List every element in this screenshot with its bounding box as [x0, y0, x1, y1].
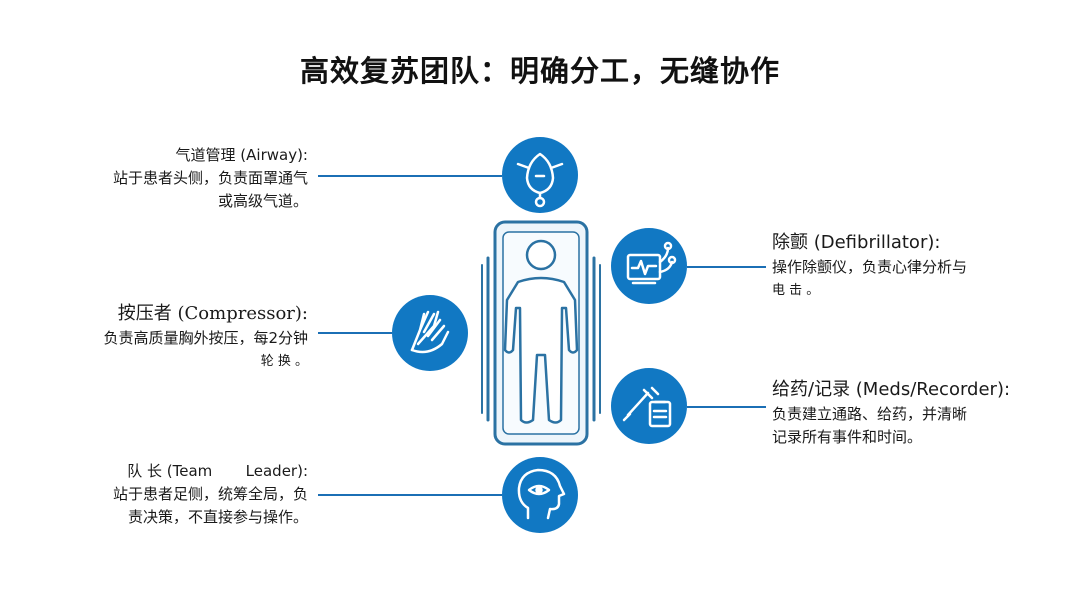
role-leader-heading: 队 长 (Team Leader): — [127, 462, 308, 480]
role-leader-line-2: 责决策，不直接参与操作。 — [127, 508, 308, 526]
role-airway-heading: 气道管理 (Airway): — [175, 146, 308, 164]
role-meds-heading: 给药/记录 (Meds/Recorder): — [772, 379, 1011, 400]
role-compressor: 按压者 (Compressor): 负责高质量胸外按压，每2分钟 轮 换 。 — [20, 301, 308, 373]
role-defib-heading: 除颤 (Defibrillator): — [772, 232, 941, 253]
role-meds-line-1: 负责建立通路、给药，并清晰 — [772, 405, 968, 423]
role-meds: 给药/记录 (Meds/Recorder): 负责建立通路、给药，并清晰 记录所… — [772, 377, 1072, 449]
role-meds-line-2: 记录所有事件和时间。 — [772, 428, 923, 446]
cpr-hands-icon — [392, 295, 468, 371]
patient-figure — [503, 239, 579, 424]
role-compressor-heading: 按压者 (Compressor): — [117, 303, 308, 324]
role-airway-line-2: 或高级气道。 — [217, 192, 308, 210]
role-compressor-line-1: 负责高质量胸外按压，每2分钟 — [103, 329, 308, 347]
role-defib-line-1: 操作除颤仪，负责心律分析与 — [772, 258, 968, 276]
role-defib: 除颤 (Defibrillator): 操作除颤仪，负责心律分析与 电 击 。 — [772, 230, 1072, 302]
role-leader-line-1: 站于患者足侧，统筹全局，负 — [112, 485, 308, 503]
head-eye-icon — [502, 457, 578, 533]
role-defib-line-2: 电 击 。 — [772, 283, 820, 298]
oxygen-mask-icon — [502, 137, 578, 213]
role-leader: 队 长 (Team Leader): 站于患者足侧，统筹全局，负 责决策，不直接… — [20, 460, 308, 529]
role-compressor-line-2: 轮 换 。 — [260, 354, 308, 369]
page-title: 高效复苏团队：明确分工，无缝协作 — [299, 54, 780, 88]
defibrillator-icon — [611, 228, 687, 304]
role-airway-line-1: 站于患者头侧，负责面罩通气 — [112, 169, 308, 187]
syringe-clipboard-icon — [611, 368, 687, 444]
role-airway: 气道管理 (Airway): 站于患者头侧，负责面罩通气 或高级气道。 — [20, 144, 308, 213]
connectors — [318, 175, 766, 496]
